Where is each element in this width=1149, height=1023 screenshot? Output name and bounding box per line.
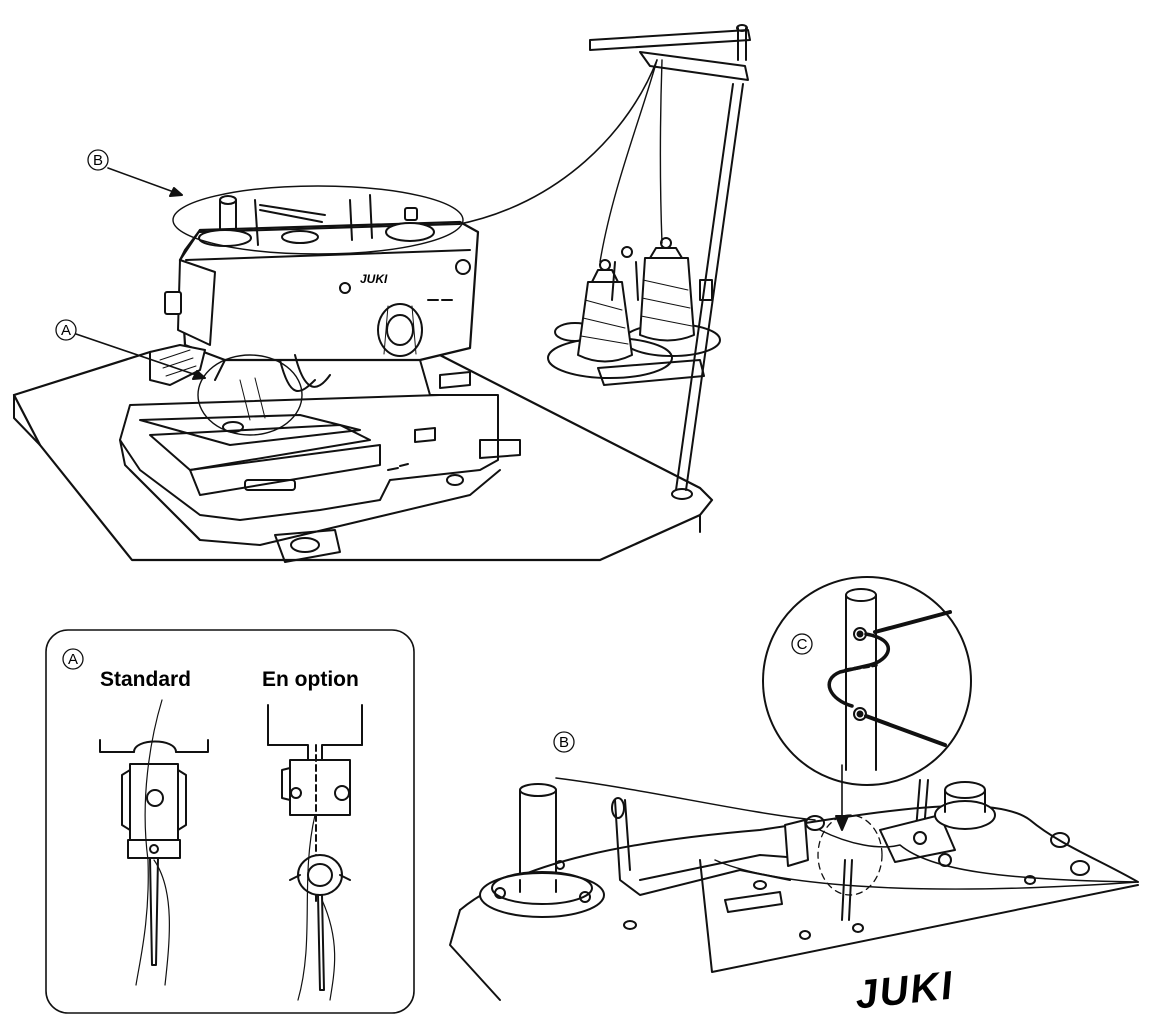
callout-a-arrow xyxy=(75,333,206,379)
standard-label: Standard xyxy=(100,668,191,691)
callout-b-arrow xyxy=(107,167,183,196)
detail-c-drawing xyxy=(827,588,952,771)
detail-b-letter: B xyxy=(559,734,569,751)
callout-a-circle xyxy=(55,319,77,341)
machine-head xyxy=(119,194,521,563)
inset-a-letter: A xyxy=(68,651,78,668)
detail-b-drawing xyxy=(449,764,1139,1001)
callout-b-label: B xyxy=(93,152,103,169)
option-label: En option xyxy=(262,668,359,691)
callout-b-circle xyxy=(87,149,109,171)
standard-needle-drawing xyxy=(99,699,209,986)
detail-c-circle xyxy=(762,576,972,786)
detail-b-letter-circle xyxy=(553,731,575,753)
area-b-circle xyxy=(172,185,464,255)
detail-c-letter: C xyxy=(797,636,808,653)
inset-a-frame xyxy=(45,629,415,1014)
detail-b-logo: JUKI xyxy=(853,963,956,1017)
area-a-circle xyxy=(197,354,303,436)
detail-c-letter-circle xyxy=(791,633,813,655)
inset-a-letter-circle xyxy=(62,648,84,670)
thread-line xyxy=(454,59,658,226)
callout-a-label: A xyxy=(61,322,71,339)
thread-stand xyxy=(547,24,751,500)
option-needle-drawing xyxy=(267,704,363,1001)
machine-logo: JUKI xyxy=(360,272,388,286)
